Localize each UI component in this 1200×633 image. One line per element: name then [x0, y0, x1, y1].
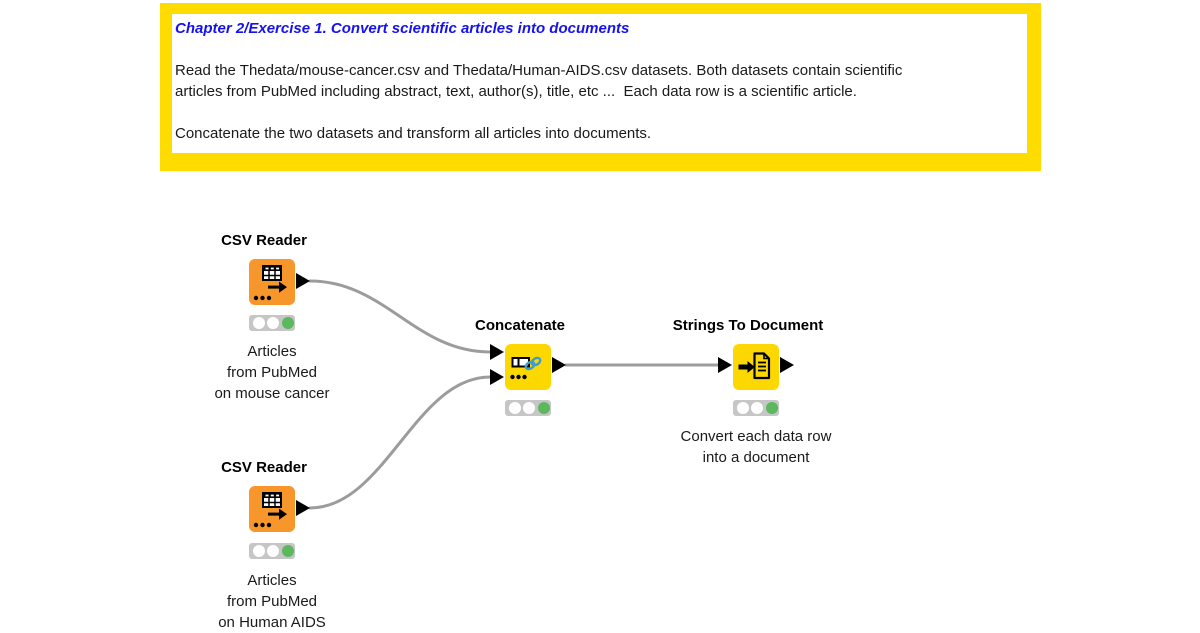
annotation-title: Chapter 2/Exercise 1. Convert scientific… — [175, 20, 630, 37]
comment-line: from PubMed — [226, 593, 318, 610]
annotation-line — [175, 102, 1019, 123]
input-port-2[interactable] — [490, 369, 504, 385]
comment-line: on Human AIDS — [218, 614, 326, 631]
status-lamp-green — [765, 402, 778, 414]
csv-reader-node-body[interactable] — [249, 486, 295, 532]
input-port[interactable] — [718, 357, 732, 373]
comment-line: Convert each data row — [680, 428, 832, 445]
status-lamp-red — [508, 402, 521, 414]
traffic-light — [505, 400, 551, 416]
traffic-light — [249, 543, 295, 559]
node-comment: Convert each data row into a document — [636, 426, 876, 468]
input-port-1[interactable] — [490, 344, 504, 360]
output-port[interactable] — [552, 357, 566, 373]
output-port[interactable] — [296, 273, 310, 289]
node-name-label: Concatenate — [474, 317, 566, 334]
node-concatenate: Concatenate — [475, 317, 566, 416]
node-csv-reader-top: CSV Reader — [214, 232, 329, 402]
node-name-label: CSV Reader — [221, 459, 307, 476]
comment-line: into a document — [702, 449, 810, 466]
status-lamp-yellow — [267, 317, 279, 329]
comment-line: Articles — [247, 572, 297, 589]
output-port[interactable] — [780, 357, 794, 373]
status-lamp-green — [281, 545, 294, 557]
annotation-line: articles from PubMed including abstract,… — [175, 83, 857, 100]
node-name-label: Strings To Document — [672, 317, 824, 334]
concatenate-node-body[interactable] — [505, 344, 551, 390]
strings-to-document-node-body[interactable] — [733, 344, 779, 390]
node-name-label: CSV Reader — [221, 232, 307, 249]
annotation-line: Concatenate the two datasets and transfo… — [175, 125, 652, 142]
status-lamp-yellow — [523, 402, 535, 414]
status-lamp-red — [252, 317, 265, 329]
comment-line: on mouse cancer — [214, 385, 330, 402]
status-lamp-red — [252, 545, 265, 557]
node-csv-reader-bottom: CSV Reader — [218, 459, 326, 631]
comment-line: from PubMed — [226, 364, 318, 381]
status-lamp-green — [537, 402, 550, 414]
connection-wire[interactable] — [308, 279, 492, 354]
arrow-into-document-icon — [738, 352, 771, 380]
csv-reader-icon — [253, 492, 287, 528]
status-lamp-yellow — [751, 402, 763, 414]
node-strings-to-document: Strings To Document — [673, 317, 832, 466]
connection-wire[interactable] — [308, 375, 492, 510]
traffic-light — [249, 315, 295, 331]
status-lamp-green — [281, 317, 294, 329]
node-comment: Articles from PubMed on Human AIDS — [152, 570, 392, 633]
csv-reader-icon — [253, 265, 287, 301]
comment-line: Articles — [247, 343, 297, 360]
output-port[interactable] — [296, 500, 310, 516]
workflow-annotation[interactable]: Chapter 2/Exercise 1. Convert scientific… — [160, 3, 1041, 171]
annotation-line: Read the Thedata/mouse-cancer.csv and Th… — [175, 62, 903, 79]
csv-reader-node-body[interactable] — [249, 259, 295, 305]
node-comment: Articles from PubMed on mouse cancer — [152, 341, 392, 404]
status-lamp-yellow — [267, 545, 279, 557]
traffic-light — [733, 400, 779, 416]
status-lamp-red — [736, 402, 749, 414]
concatenate-icon — [510, 356, 542, 380]
